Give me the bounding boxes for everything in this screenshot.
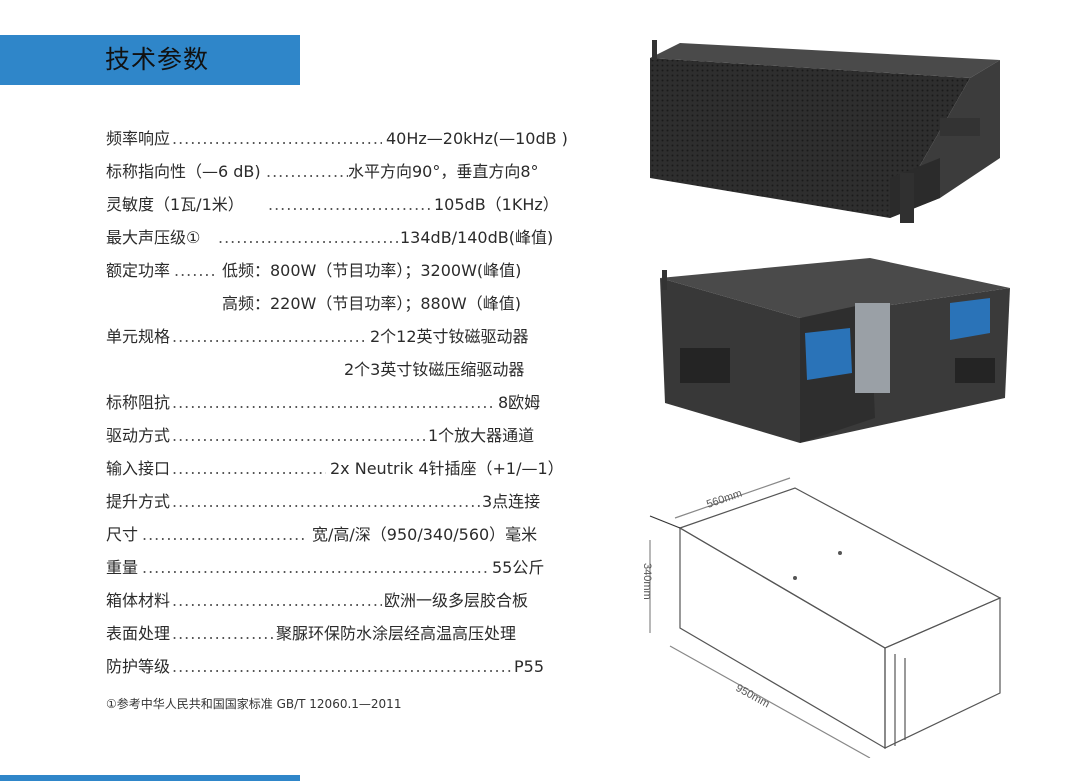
spec-row-lift: 提升方式 ...................................… bbox=[106, 487, 576, 517]
spec-label: 输入接口 bbox=[106, 459, 171, 478]
spec-label: 额定功率 bbox=[106, 261, 171, 280]
spec-value: 3点连接 bbox=[482, 492, 541, 511]
leader-dots: ........................................… bbox=[142, 525, 308, 544]
spec-label: 表面处理 bbox=[106, 624, 171, 643]
spec-label: 箱体材料 bbox=[106, 591, 171, 610]
spec-value: 欧洲一级多层胶合板 bbox=[384, 591, 529, 610]
speaker-dimension-drawing: 560mm 340mm 950mm bbox=[641, 477, 1002, 758]
footnote: ①参考中华人民共和国国家标准 GB/T 12060.1—2011 bbox=[106, 697, 402, 711]
spec-row-size: 尺寸 .....................................… bbox=[106, 520, 576, 550]
spec-value: 宽/高/深（950/340/560）毫米 bbox=[312, 525, 538, 544]
spec-row-directivity: 标称指向性（—6 dB) ...........................… bbox=[106, 157, 576, 187]
spec-label: 尺寸 bbox=[106, 525, 139, 544]
spec-row-frequency: 频率响应 ...................................… bbox=[106, 124, 576, 154]
spec-label: 标称阻抗 bbox=[106, 393, 171, 412]
spec-row-power-low: 额定功率 .............. 低频：800W（节目功率）；3200W(… bbox=[106, 256, 576, 286]
spec-value: 2个3英寸钕磁压缩驱动器 bbox=[344, 360, 525, 379]
leader-dots: ........................................… bbox=[172, 129, 382, 148]
spec-value: 40Hz—20kHz(—10dB ) bbox=[386, 129, 568, 148]
spec-row-drive: 驱动方式 ...................................… bbox=[106, 421, 576, 451]
section-title-bar: 技术参数 bbox=[0, 35, 300, 85]
leader-dots: ........................................… bbox=[172, 459, 326, 478]
spec-label: 重量 bbox=[106, 558, 139, 577]
spec-value: 高频：220W（节目功率）；880W（峰值) bbox=[222, 294, 521, 313]
spec-row-protection: 防护等级 ...................................… bbox=[106, 652, 576, 682]
leader-dots: ........................................… bbox=[218, 228, 398, 247]
leader-dots: .................................... bbox=[172, 624, 276, 643]
spec-label: 驱动方式 bbox=[106, 426, 171, 445]
leader-dots: ........................................… bbox=[172, 591, 382, 610]
spec-value: 8欧姆 bbox=[498, 393, 541, 412]
spec-value: 134dB/140dB(峰值) bbox=[400, 228, 554, 247]
leader-dots: ........................................… bbox=[268, 195, 432, 214]
width-dimension-label: 950mm bbox=[734, 682, 772, 710]
page-title: 技术参数 bbox=[105, 45, 210, 74]
spec-row-units: 单元规格 ...................................… bbox=[106, 322, 576, 352]
height-dimension-label: 340mm bbox=[641, 563, 653, 600]
speaker-front-photo bbox=[650, 40, 1000, 223]
leader-dots: ........................................… bbox=[172, 492, 480, 511]
spec-label: 标称指向性（—6 dB) bbox=[106, 162, 261, 181]
spec-row-weight: 重量 .....................................… bbox=[106, 553, 576, 583]
spec-value: 低频：800W（节目功率）；3200W(峰值) bbox=[222, 261, 522, 280]
speaker-rear-photo bbox=[660, 258, 1010, 443]
spec-value: 105dB（1KHz） bbox=[434, 195, 559, 214]
spec-row-surface: 表面处理 ...................................… bbox=[106, 619, 576, 649]
next-section-bar bbox=[0, 775, 300, 781]
leader-dots: ........................................… bbox=[172, 426, 426, 445]
spec-label: 单元规格 bbox=[106, 327, 171, 346]
spec-label: 提升方式 bbox=[106, 492, 171, 511]
spec-value: 1个放大器通道 bbox=[428, 426, 535, 445]
spec-row-units-2: 2个3英寸钕磁压缩驱动器 bbox=[106, 355, 576, 385]
spec-value: 2x Neutrik 4针插座（+1/—1） bbox=[330, 459, 564, 478]
spec-row-sensitivity: 灵敏度（1瓦/1米） .............................… bbox=[106, 190, 576, 220]
spec-row-impedance: 标称阻抗 ...................................… bbox=[106, 388, 576, 418]
leader-dots: ........................................… bbox=[172, 393, 496, 412]
spec-label: 灵敏度（1瓦/1米） bbox=[106, 195, 244, 214]
spec-row-input: 输入接口 ...................................… bbox=[106, 454, 576, 484]
spec-label: 频率响应 bbox=[106, 129, 171, 148]
spec-value: 2个12英寸钕磁驱动器 bbox=[370, 327, 529, 346]
leader-dots: ........................................… bbox=[172, 657, 512, 676]
spec-row-material: 箱体材料 ...................................… bbox=[106, 586, 576, 616]
spec-label: 防护等级 bbox=[106, 657, 171, 676]
spec-value: 水平方向90°，垂直方向8° bbox=[348, 162, 539, 181]
leader-dots: ........................................… bbox=[142, 558, 488, 577]
spec-value: P55 bbox=[514, 657, 545, 676]
leader-dots: ........................................… bbox=[172, 327, 368, 346]
spec-row-max-spl: 最大声压级① .................................… bbox=[106, 223, 576, 253]
leader-dots: .............. bbox=[174, 261, 216, 280]
leader-dots: .............................. bbox=[266, 162, 348, 181]
spec-label: 最大声压级① bbox=[106, 228, 201, 247]
spec-value: 聚脲环保防水涂层经高温高压处理 bbox=[276, 624, 517, 643]
spec-row-power-high: 高频：220W（节目功率）；880W（峰值) bbox=[106, 289, 576, 319]
spec-value: 55公斤 bbox=[492, 558, 545, 577]
